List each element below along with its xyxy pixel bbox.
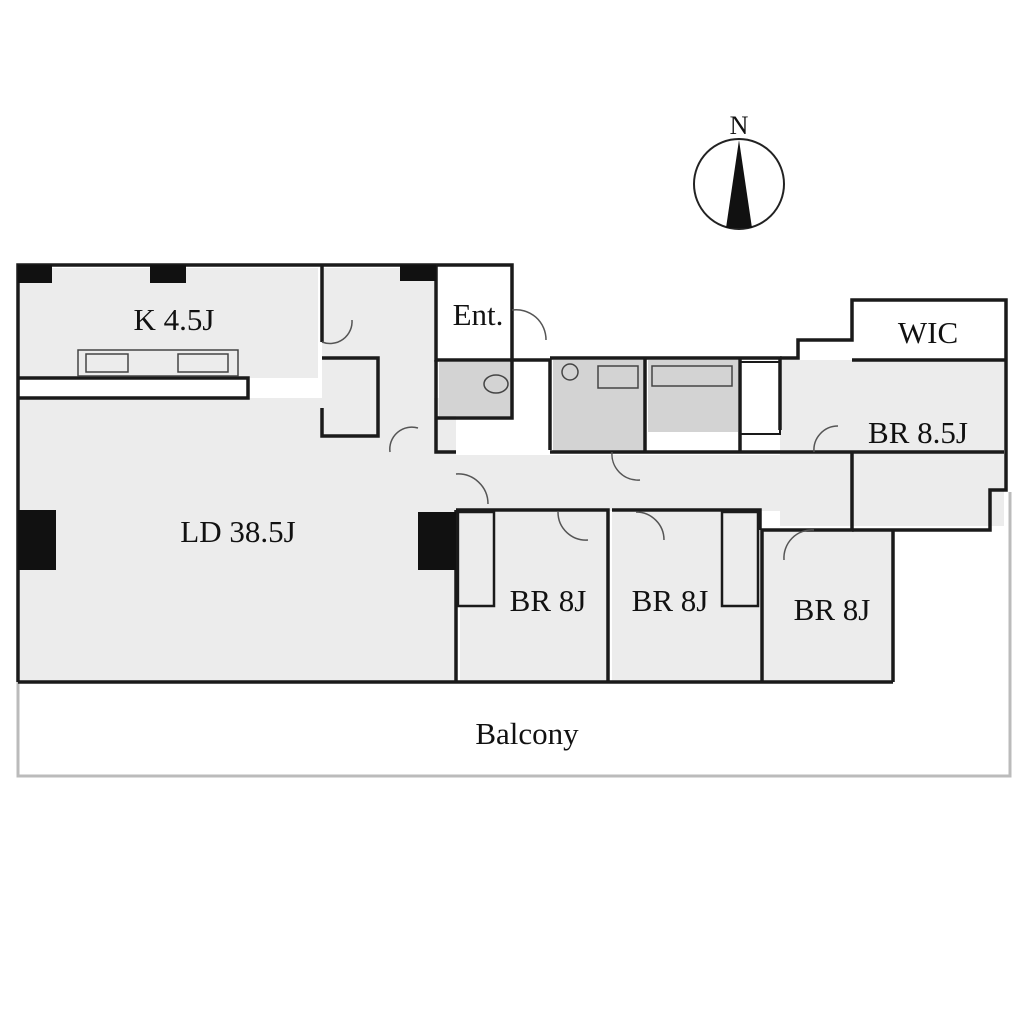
- room-labels: K 4.5J Ent. WIC LD 38.5J BR 8.5J BR 8J B…: [134, 297, 968, 751]
- room-label-bedroom-2: BR 8J: [632, 583, 709, 618]
- room-label-bedroom-3: BR 8J: [794, 592, 871, 627]
- room-label-bedroom-east: BR 8.5J: [868, 415, 968, 450]
- closets: [456, 361, 781, 608]
- room-label-wic: WIC: [898, 315, 958, 350]
- bath-fixtures: [483, 363, 733, 394]
- compass-rose: N: [693, 111, 785, 230]
- room-label-kitchen: K 4.5J: [134, 302, 215, 337]
- kitchen-counter: [77, 349, 239, 377]
- door-swings: [321, 308, 839, 561]
- columns: [18, 265, 456, 570]
- room-label-balcony: Balcony: [475, 716, 579, 751]
- room-label-entrance: Ent.: [453, 297, 504, 332]
- balcony-area: [16, 492, 1012, 778]
- floor-fills: [20, 268, 1004, 682]
- north-arrow-icon: [726, 140, 752, 228]
- compass-north-label: N: [730, 111, 749, 140]
- room-label-bedroom-1: BR 8J: [510, 583, 587, 618]
- room-label-living-dining: LD 38.5J: [180, 514, 295, 549]
